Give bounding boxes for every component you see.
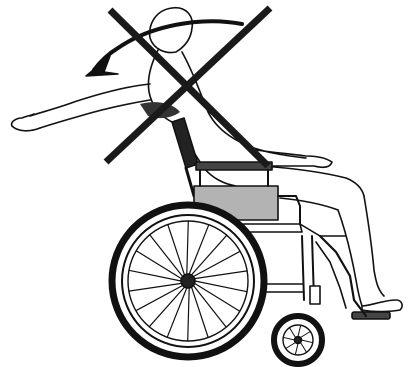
person-lower-leg	[364, 196, 384, 296]
person-reaching-arm-lower	[40, 100, 150, 128]
wheelchair-backrest	[172, 118, 198, 168]
caster-wheel	[274, 316, 322, 364]
person-shoe-sole	[352, 312, 390, 319]
person-foot	[362, 300, 402, 312]
wheelchair-seat-rail	[278, 196, 300, 224]
wheelchair-caster-post	[310, 286, 320, 304]
rear-wheel	[112, 205, 264, 357]
wheelchair	[112, 118, 366, 364]
person-hand	[12, 114, 40, 131]
wheelchair-armrest-support	[200, 170, 268, 186]
person-reaching-arm-upper	[30, 84, 150, 116]
wheelchair-legrest	[320, 236, 366, 316]
rear-wheel-hub	[181, 274, 195, 288]
caster-wheel-hub	[295, 337, 302, 344]
person-thigh-lower	[280, 198, 338, 210]
wheelchair-push-handle	[186, 168, 194, 196]
